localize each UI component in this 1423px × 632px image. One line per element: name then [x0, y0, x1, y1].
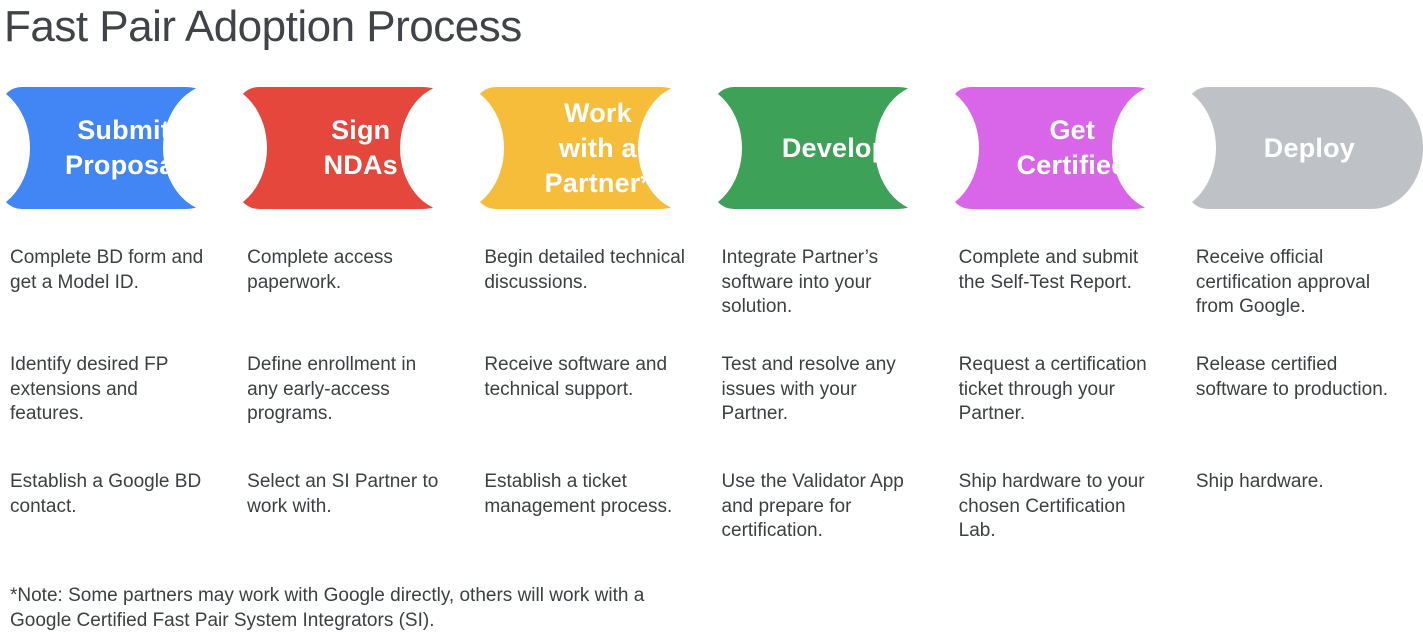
stage-step: Complete BD form and get a Model ID.	[10, 247, 204, 293]
stage-step: Complete access paperwork.	[247, 247, 393, 293]
stage-step: Integrate Partner’s software into your s…	[721, 247, 879, 317]
footnote: *Note: Some partners may work with Googl…	[10, 585, 645, 631]
stage-step: Test and resolve any issues with your Pa…	[721, 354, 896, 424]
stage-pill-develop: Develop	[637, 84, 949, 212]
stage-label: Develop	[781, 132, 889, 163]
stage-label: Work with a Partner*	[544, 97, 652, 198]
stage-pill-deploy: Deploy	[1111, 84, 1423, 212]
stage-step: Use the Validator App and prepare for ce…	[721, 471, 904, 541]
stage-pill-sign-ndas: Sign NDAs	[163, 84, 475, 212]
stage-step: Receive official certification approval …	[1195, 247, 1371, 317]
stage-column-deploy: Deploy Receive official certification ap…	[1111, 84, 1423, 565]
stage-pill-get-certified: Get Certified	[874, 84, 1186, 212]
stage-column-work-with-partner: Work with a Partner* Begin detailed tech…	[400, 84, 712, 565]
stage-pill-submit-proposal: Submit Proposal	[0, 84, 238, 212]
page-title: Fast Pair Adoption Process	[4, 2, 522, 51]
stage-column-sign-ndas: Sign NDAs Complete access paperwork. Def…	[163, 84, 475, 565]
stage-step: Establish a ticket management process.	[484, 471, 673, 517]
stage-label: Get Certified	[1016, 115, 1128, 180]
stage-step: Select an SI Partner to work with.	[247, 471, 439, 517]
stage-column-submit-proposal: Submit Proposal Complete BD form and get…	[0, 84, 238, 565]
stage-step: Release certified software to production…	[1195, 354, 1389, 400]
stage-step: Complete and submit the Self-Test Report…	[958, 247, 1139, 293]
stage-step: Begin detailed technical discussions.	[484, 247, 686, 293]
stage-step: Identify desired FP extensions and featu…	[10, 354, 169, 424]
stage-label: Submit Proposal	[65, 115, 183, 180]
stage-step: Define enrollment in any early-access pr…	[247, 354, 417, 424]
stage-pill-work-with-partner: Work with a Partner*	[400, 84, 712, 212]
stage-column-get-certified: Get Certified Complete and submit the Se…	[874, 84, 1186, 565]
stage-notch-cutout	[0, 84, 30, 212]
stage-step: Request a certification ticket through y…	[958, 354, 1147, 424]
stage-column-develop: Develop Integrate Partner’s software int…	[637, 84, 949, 565]
stage-step: Ship hardware.	[1195, 471, 1324, 492]
stage-step: Receive software and technical support.	[484, 354, 668, 400]
stage-step: Establish a Google BD contact.	[10, 471, 202, 517]
stage-step: Ship hardware to your chosen Certificati…	[958, 471, 1145, 541]
stage-label: Deploy	[1263, 132, 1356, 163]
stage-label: Sign NDAs	[323, 115, 398, 180]
process-columns: Submit Proposal Complete BD form and get…	[0, 84, 1423, 565]
